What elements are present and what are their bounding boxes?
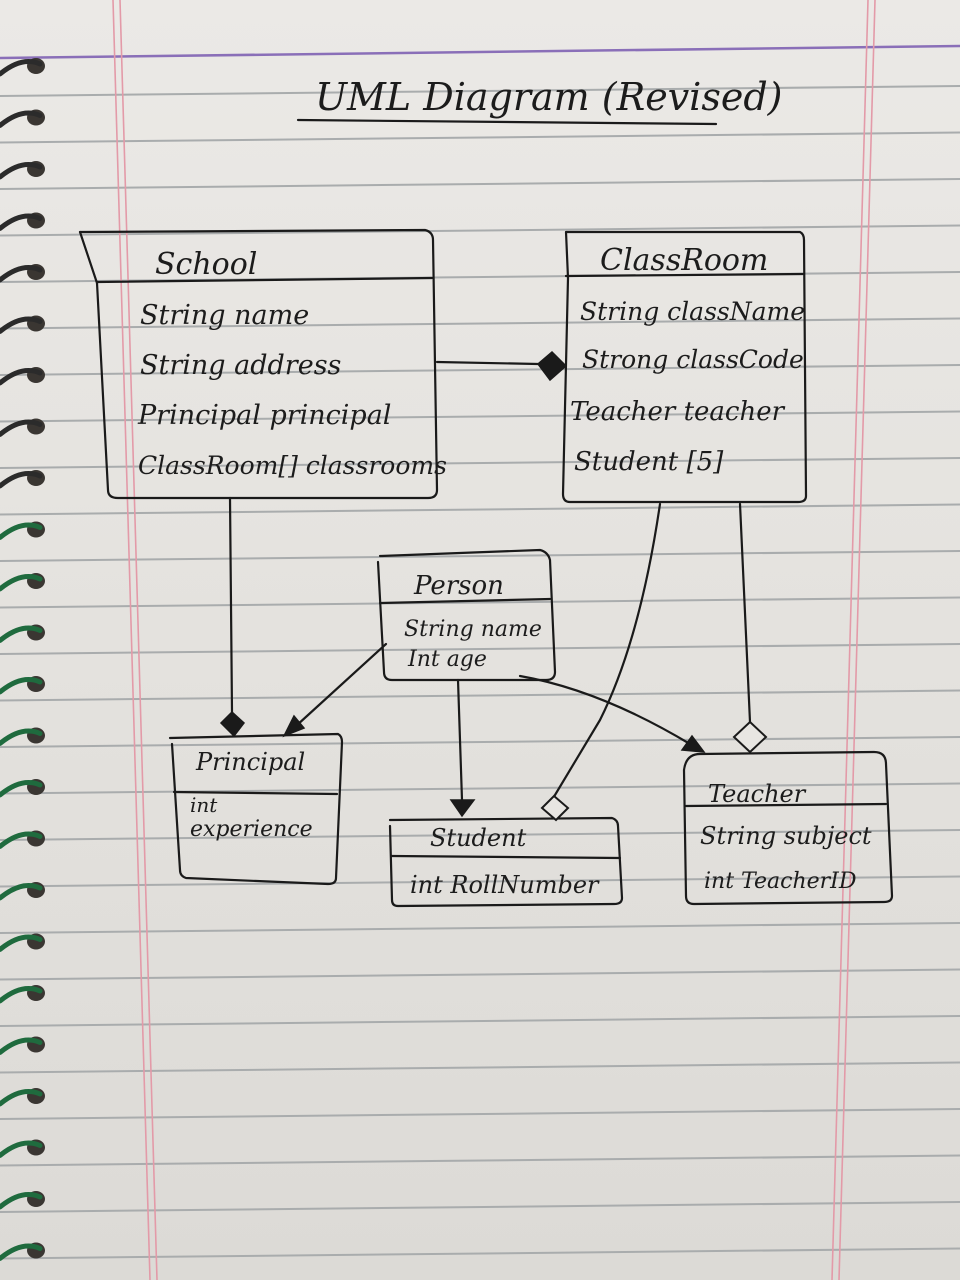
spiral-coil [0,522,43,540]
spiral-coil [0,728,43,746]
ruled-line [0,550,960,562]
ruled-line [0,410,960,423]
svg-text:UML Diagram (Revised): UML Diagram (Revised) [315,75,782,119]
class-name-person: Person [413,571,504,601]
spiral-coil [0,162,43,180]
classroom-attr-4: Student [5] [574,447,724,477]
classroom-attr-2: Strong classCode [582,345,804,374]
principal-attr-2: experience [190,817,313,842]
person-attr-2: Int age [407,647,487,672]
spiral-coil [0,1243,43,1261]
principal-attr-1: int [190,793,218,817]
class-name-student: Student [430,824,527,852]
class-teacher: Teacher String subject int TeacherID [682,750,894,906]
teacher-attr-1: String subject [700,822,872,850]
spiral-coil [0,1192,43,1210]
ruled-lines [0,85,960,1260]
rel-classroom-teacher-aggregation [732,502,768,754]
spiral-coil [0,265,43,283]
ruled-line [0,1201,960,1213]
ruled-line [0,829,960,841]
ruled-line [0,689,960,702]
school-attr-3: Principal principal [137,400,391,431]
ruled-line [0,1154,960,1167]
rel-person-student-arrow [449,678,476,818]
rel-classroom-student-aggregation [540,502,662,822]
spiral-coil [0,1140,43,1158]
teacher-attr-2: int TeacherID [704,869,857,894]
margin-lines [112,0,876,1280]
rel-school-principal-composition [219,496,246,738]
ruled-line [0,503,960,516]
ruled-line [0,922,960,934]
ruled-line [0,1015,960,1027]
spiral-coil [0,419,43,437]
class-name-principal: Principal [195,748,305,776]
ruled-line [0,1247,960,1260]
spiral-coil [0,59,43,77]
ruled-line [0,224,960,237]
classroom-attr-1: String className [580,297,805,326]
header-rule-line [0,44,960,60]
spiral-coil [0,677,43,695]
class-name-school: School [155,247,257,282]
ruled-line [0,85,960,97]
class-name-teacher: Teacher [708,780,807,808]
spiral-coil [0,471,43,489]
ruled-line [0,596,960,609]
class-student: Student int RollNumber [388,816,624,908]
class-person: Person String name Int age [376,548,557,682]
ruled-line [0,782,960,795]
class-classroom: ClassRoom String className Strong classC… [561,230,808,504]
school-attr-1: String name [140,300,309,331]
spiral-coil [0,831,43,849]
class-school: School String name String address Princi… [78,228,447,500]
class-principal: Principal int experience [168,732,344,886]
spiral-coil [0,986,43,1004]
school-attr-4: ClassRoom[] classrooms [138,451,447,480]
spiral-coil [0,1089,43,1107]
spiral-coil [0,213,43,231]
ruled-line [0,178,960,190]
ruled-line [0,643,960,655]
classroom-attr-3: Teacher teacher [570,397,786,427]
ruled-line [0,317,960,330]
school-attr-2: String address [140,350,341,381]
ruled-line [0,1061,960,1074]
spiral-coil [0,780,43,798]
ruled-line [0,131,960,144]
class-name-classroom: ClassRoom [600,243,768,278]
spiral-coil [0,368,43,386]
ruled-line [0,968,960,981]
rel-school-classroom-composition [435,350,568,382]
spiral-coil [0,1037,43,1055]
spiral-coil [0,110,43,128]
spiral-coil [0,934,43,952]
spiral-binding [0,58,45,1261]
ruled-line [0,457,960,469]
spiral-coil [0,883,43,901]
ruled-line [0,875,960,888]
spiral-coil [0,316,43,334]
rel-person-principal-arrow [282,642,388,738]
ruled-line [0,364,960,376]
ruled-line [0,736,960,748]
diagram-title: UML Diagram (Revised) [296,75,782,126]
ruled-line [0,1108,960,1120]
spiral-coil [0,574,43,592]
rel-person-teacher-arrow [518,674,706,753]
person-attr-1: String name [404,617,542,642]
student-attr-1: int RollNumber [410,871,600,899]
spiral-coil [0,625,43,643]
